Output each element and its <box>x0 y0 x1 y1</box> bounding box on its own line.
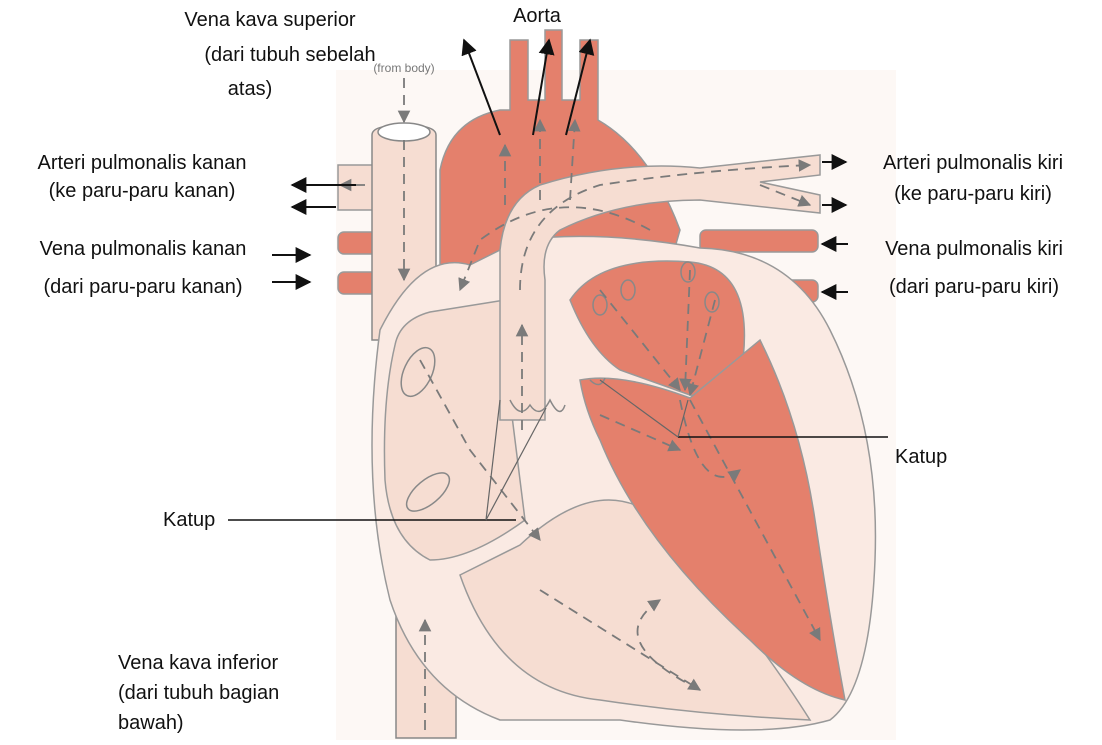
svc-label-line1: Vena kava superior <box>140 8 400 32</box>
lpv-label-line1: Vena pulmonalis kiri <box>850 237 1098 261</box>
lpa-label-line1: Arteri pulmonalis kiri <box>848 151 1098 175</box>
rpv-label-line1: Vena pulmonalis kanan <box>0 237 286 261</box>
svc-label-line3: atas) <box>200 77 300 101</box>
katup-right-label: Katup <box>895 445 947 469</box>
katup-left-label: Katup <box>163 508 215 532</box>
ivc-label-line2: (dari tubuh bagian <box>118 681 279 705</box>
rpa-label-line2: (ke paru-paru kanan) <box>2 179 282 203</box>
rpv-label-line2: (dari paru-paru kanan) <box>0 275 286 299</box>
aorta-label: Aorta <box>482 4 592 28</box>
rpa-label-line1: Arteri pulmonalis kanan <box>2 151 282 175</box>
lpv-label-line2: (dari paru-paru kiri) <box>850 275 1098 299</box>
ivc-label-line1: Vena kava inferior <box>118 651 278 675</box>
lpa-label-line2: (ke paru-paru kiri) <box>848 182 1098 206</box>
ivc-label-line3: bawah) <box>118 711 184 735</box>
svc-label-line2: (dari tubuh sebelah <box>140 43 440 67</box>
